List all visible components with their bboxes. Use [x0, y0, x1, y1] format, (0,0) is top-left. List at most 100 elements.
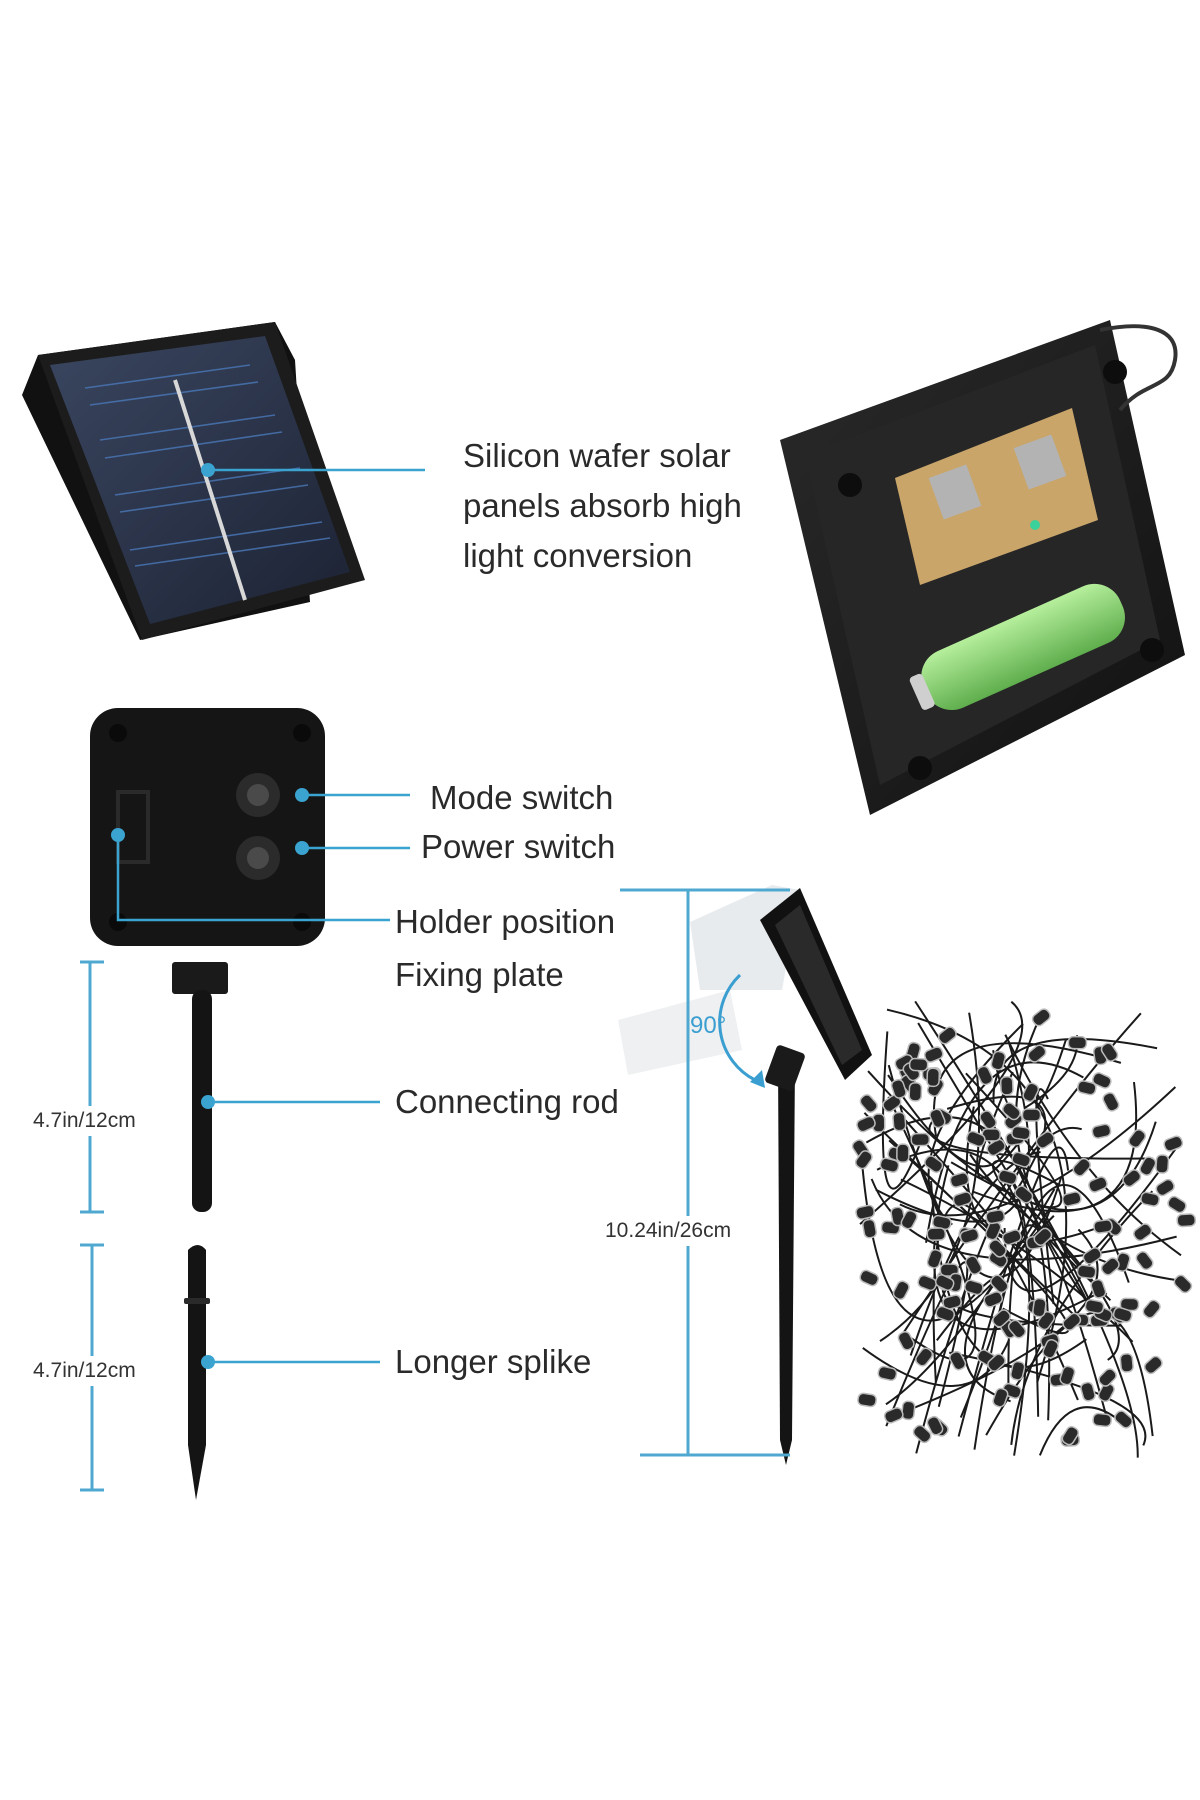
solar-panel-image — [22, 322, 365, 640]
led-bulb — [923, 1046, 944, 1063]
led-bulb — [999, 1076, 1014, 1096]
led-bulb — [926, 1227, 947, 1242]
led-bulb — [1032, 1297, 1047, 1318]
callout-connecting-rod: Connecting rod — [395, 1083, 619, 1120]
led-wire — [859, 1000, 1024, 1225]
led-bulb — [1062, 1312, 1082, 1331]
led-bulb — [983, 1291, 1004, 1308]
led-bulb — [912, 1424, 932, 1444]
led-bulb — [926, 1249, 943, 1269]
callout-solar-panel-line3: light conversion — [463, 537, 693, 574]
callout-longer-spike: Longer splike — [395, 1343, 592, 1380]
led-bulb — [964, 1255, 983, 1275]
led-bulb — [1092, 1412, 1112, 1428]
led-wire — [881, 1031, 923, 1190]
callout-holder-position: Holder position — [395, 903, 616, 940]
callout-solar-panel: Silicon wafer solar panels absorb high l… — [463, 431, 742, 581]
callout-fixing-plate: Fixing plate — [395, 956, 564, 993]
led-bulb — [934, 1274, 955, 1291]
led-bulb — [1119, 1353, 1134, 1373]
led-wire — [914, 1000, 1139, 1458]
dimension-lines — [80, 888, 790, 1492]
panel-center-bar — [173, 379, 247, 601]
dimension-total-height: 10.24in/26cm — [605, 1216, 732, 1246]
led-bulb — [910, 1132, 931, 1147]
led-wire — [957, 1146, 1070, 1437]
led-bulb — [892, 1280, 910, 1301]
connecting-rod-image — [172, 962, 228, 1212]
led-bulb — [924, 1155, 944, 1173]
led-wire — [875, 1041, 1030, 1223]
led-wire — [1025, 1203, 1120, 1361]
led-bulb — [900, 1209, 918, 1230]
led-bulb — [854, 1150, 873, 1170]
led-bulb — [1059, 1365, 1076, 1386]
led-wire — [932, 1042, 1122, 1137]
led-bulb — [997, 1169, 1018, 1186]
dimension-tilt-angle: 90° — [690, 1012, 727, 1039]
led-bulb — [1140, 1191, 1160, 1207]
led-wire — [928, 1111, 1154, 1160]
callout-line-holder — [116, 835, 390, 922]
led-bulb — [1011, 1151, 1032, 1168]
led-bulb — [926, 1067, 941, 1088]
led-bulb — [986, 1138, 1006, 1157]
led-string-lights-image — [851, 1000, 1197, 1458]
led-bulb — [1007, 1319, 1027, 1339]
led-bulb — [1176, 1213, 1197, 1228]
led-wire — [963, 1215, 1055, 1403]
led-bulb — [1092, 1072, 1112, 1089]
led-bulb — [935, 1305, 956, 1322]
led-bulb — [1100, 1257, 1120, 1276]
callout-solar-panel-line2: panels absorb high — [463, 487, 742, 524]
led-bulb — [1082, 1247, 1102, 1265]
led-bulb — [1042, 1339, 1059, 1359]
led-bulb — [949, 1172, 970, 1188]
led-bulb — [908, 1082, 923, 1102]
longer-spike-image — [184, 1245, 210, 1500]
led-bulb — [1033, 1227, 1053, 1247]
led-bulb — [877, 1365, 898, 1381]
led-wire — [1038, 1406, 1121, 1456]
led-bulb — [1084, 1299, 1105, 1314]
led-bulb — [1011, 1125, 1031, 1141]
led-bulb — [1072, 1157, 1091, 1177]
led-bulb — [976, 1065, 994, 1086]
led-wire — [925, 1061, 1084, 1243]
led-bulb — [987, 1353, 1006, 1372]
led-bulb — [959, 1228, 980, 1244]
led-bulb — [1167, 1195, 1187, 1214]
led-wire — [946, 1095, 1047, 1203]
led-bulb — [1122, 1169, 1142, 1188]
led-bulb — [979, 1110, 997, 1130]
callout-mode-switch: Mode switch — [430, 779, 614, 816]
led-bulb — [990, 1050, 1007, 1071]
led-bulb — [1002, 1102, 1021, 1121]
callout-power-switch: Power switch — [421, 828, 616, 865]
led-bulb — [1098, 1368, 1117, 1387]
switch-box-image — [90, 708, 325, 946]
led-bulb — [949, 1350, 967, 1371]
led-bulb — [1001, 1229, 1022, 1246]
led-bulb — [1142, 1299, 1161, 1319]
led-bulb — [917, 1274, 938, 1292]
callout-lines — [116, 468, 425, 1364]
led-bulb — [1135, 1251, 1154, 1271]
led-bulb — [857, 1392, 877, 1408]
led-bulb — [1155, 1178, 1175, 1197]
led-bulb — [992, 1387, 1009, 1408]
dimension-spike-length: 4.7in/12cm — [33, 1356, 136, 1386]
led-bulb — [1022, 1082, 1040, 1103]
led-bulb — [1076, 1264, 1097, 1280]
led-wire — [977, 1071, 1021, 1180]
led-bulb — [952, 1191, 973, 1208]
led-bulb — [937, 1026, 957, 1045]
led-bulb — [1173, 1274, 1193, 1294]
led-bulb — [859, 1094, 878, 1113]
led-bulb — [856, 1115, 876, 1133]
led-bulb — [1027, 1044, 1047, 1063]
callout-dots — [111, 463, 309, 1369]
led-bulb — [1102, 1092, 1120, 1112]
led-bulb — [1080, 1381, 1096, 1402]
